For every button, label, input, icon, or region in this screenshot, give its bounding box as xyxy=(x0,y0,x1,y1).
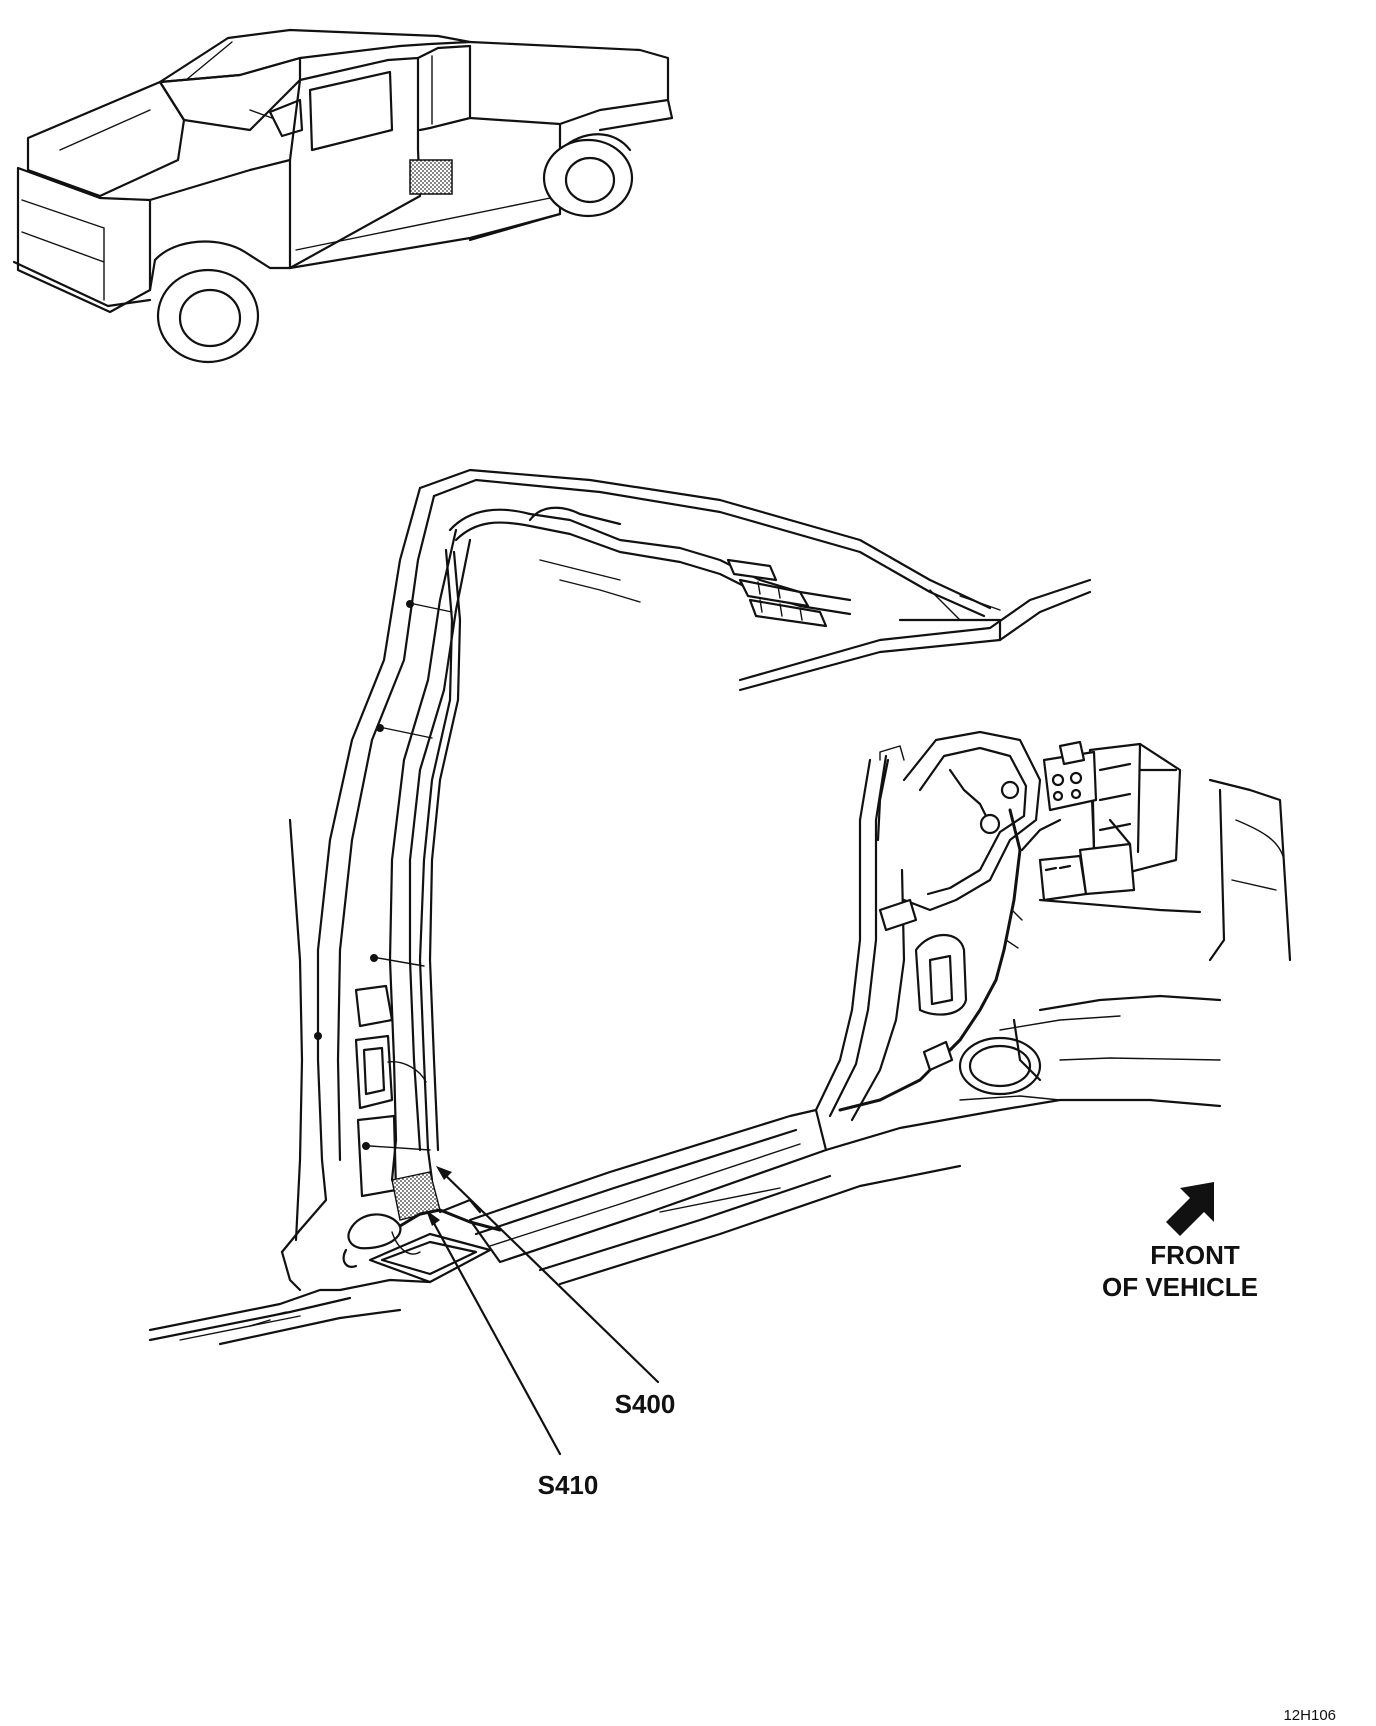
front-direction-arrow-icon xyxy=(1166,1182,1214,1236)
splice-label-s410: S410 xyxy=(538,1470,599,1500)
location-highlight-box xyxy=(409,159,453,195)
door-pillar-detail xyxy=(148,468,1292,1346)
front-label-line1: FRONT xyxy=(1150,1240,1240,1270)
callout-leaders xyxy=(426,1166,660,1456)
figure-id: 12H106 xyxy=(1283,1707,1336,1724)
truck-locator-illustration xyxy=(12,28,674,364)
control-module xyxy=(1038,740,1182,902)
front-label-line2: OF VEHICLE xyxy=(1102,1272,1258,1302)
splice-label-s400: S400 xyxy=(615,1389,676,1419)
